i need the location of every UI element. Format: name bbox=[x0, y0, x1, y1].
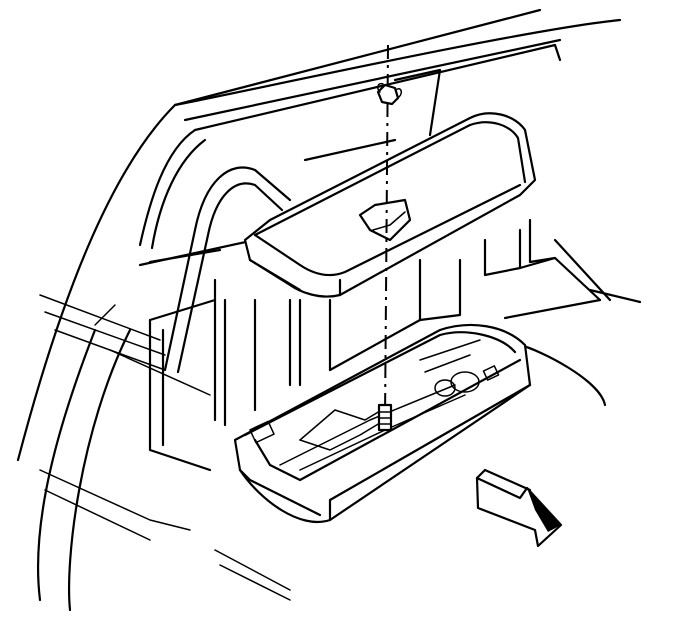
vehicle-body bbox=[16, 8, 622, 612]
center-axis bbox=[384, 44, 389, 421]
direction-arrow-icon bbox=[475, 468, 563, 548]
bed-side-rails bbox=[39, 294, 291, 601]
bolt-icon bbox=[376, 82, 403, 432]
tube bbox=[163, 166, 292, 374]
jack-cover bbox=[243, 112, 537, 298]
rear-wall bbox=[148, 218, 642, 472]
